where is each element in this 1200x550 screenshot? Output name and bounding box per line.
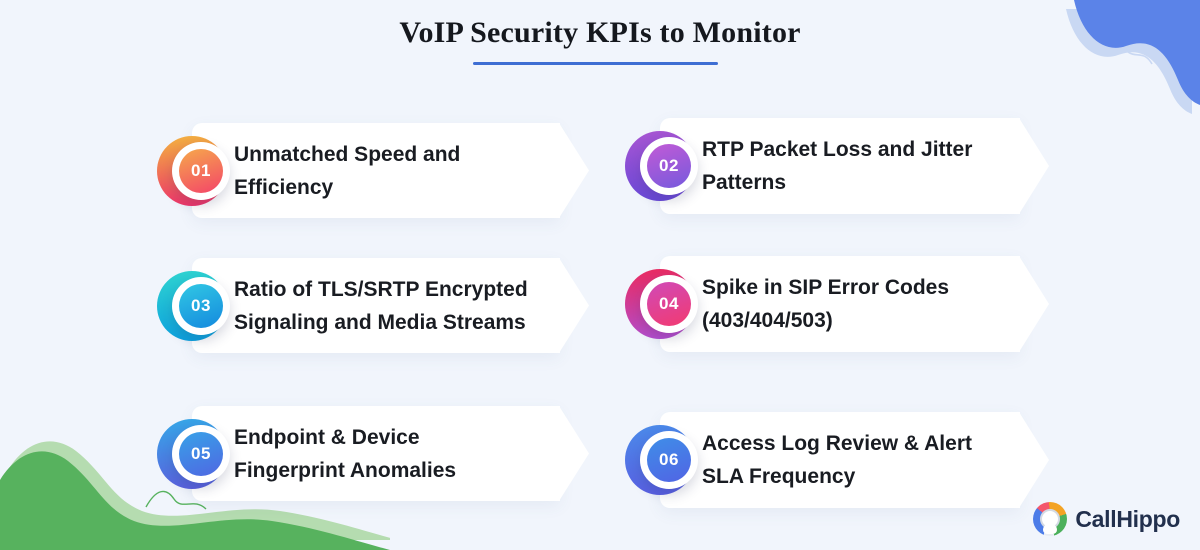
badge-white-disc: 02 — [640, 137, 698, 195]
badge-white-disc: 06 — [640, 431, 698, 489]
kpi-number: 01 — [179, 148, 223, 193]
kpi-label: Unmatched Speed and Efficiency — [234, 142, 461, 199]
callhippo-logo-icon — [1033, 502, 1068, 536]
kpi-number-badge: 05 — [157, 418, 230, 489]
callhippo-logo: CallHippo — [1033, 502, 1180, 536]
kpi-card-5: 05 Endpoint & Device Fingerprint Anomali… — [157, 406, 560, 501]
badge-white-disc: 05 — [172, 424, 230, 483]
kpi-card-3: 03 Ratio of TLS/SRTP Encrypted Signaling… — [157, 258, 560, 353]
kpi-card-4: 04 Spike in SIP Error Codes (403/404/503… — [625, 256, 1020, 352]
callhippo-logo-text: CallHippo — [1075, 505, 1180, 532]
kpi-label: Spike in SIP Error Codes (403/404/503) — [702, 276, 950, 332]
kpi-card-6: 06 Access Log Review & Alert SLA Frequen… — [625, 412, 1020, 508]
kpi-label: Ratio of TLS/SRTP Encrypted Signaling an… — [234, 277, 528, 334]
badge-white-disc: 04 — [640, 275, 698, 333]
badge-white-disc: 03 — [172, 276, 230, 335]
kpi-label: Endpoint & Device Fingerprint Anomalies — [234, 425, 457, 482]
kpi-number-badge: 03 — [157, 270, 230, 341]
kpi-label: Access Log Review & Alert SLA Frequency — [702, 432, 972, 488]
kpi-number-badge: 04 — [625, 269, 698, 339]
kpi-number: 03 — [179, 283, 223, 328]
kpi-number-badge: 06 — [625, 425, 698, 495]
page-title: VoIP Security KPIs to Monitor — [399, 16, 801, 49]
kpi-label: RTP Packet Loss and Jitter Patterns — [702, 138, 973, 194]
kpi-number: 02 — [647, 144, 691, 188]
kpi-number: 04 — [647, 282, 691, 326]
badge-white-disc: 01 — [172, 141, 230, 200]
kpi-card-2: 02 RTP Packet Loss and Jitter Patterns — [625, 118, 1020, 214]
kpi-number: 05 — [179, 431, 223, 476]
title-underline — [473, 62, 718, 65]
kpi-number-badge: 02 — [625, 131, 698, 201]
kpi-card-1: 01 Unmatched Speed and Efficiency — [157, 123, 560, 218]
kpi-number-badge: 01 — [157, 135, 230, 206]
kpi-number: 06 — [647, 438, 691, 482]
